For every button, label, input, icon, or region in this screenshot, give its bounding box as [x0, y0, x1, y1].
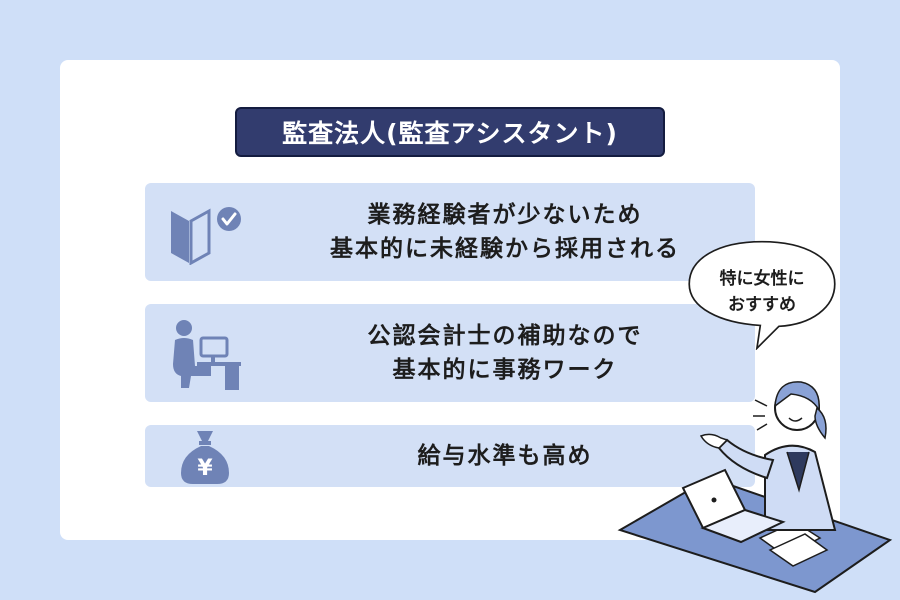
yen-symbol: ¥ — [197, 456, 213, 481]
point-2-line-2: 基本的に事務ワーク — [392, 357, 618, 383]
point-1-line-1: 業務経験者が少ないため — [367, 202, 643, 228]
point-text-3: 給与水準も高め — [275, 425, 735, 487]
bubble-line-1: 特に女性に — [719, 269, 805, 289]
point-1-line-2: 基本的に未経験から採用される — [330, 236, 680, 262]
beginner-mark-check-icon — [171, 207, 241, 265]
woman-at-laptop-illustration — [617, 381, 893, 594]
point-row-1: 業務経験者が少ないため 基本的に未経験から採用される — [145, 183, 755, 281]
desk-worker-icon — [173, 320, 241, 390]
point-row-3: ¥ 給与水準も高め — [145, 425, 755, 487]
point-2-line-1: 公認会計士の補助なので — [367, 323, 643, 349]
point-row-2: 公認会計士の補助なので 基本的に事務ワーク — [145, 304, 755, 402]
yen-money-bag-icon: ¥ — [181, 431, 229, 484]
bubble-text: 特に女性に おすすめ — [682, 266, 842, 318]
speech-bubble — [688, 240, 836, 350]
bubble-line-2: おすすめ — [728, 295, 796, 315]
title-badge: 監査法人(監査アシスタント) — [235, 107, 665, 157]
point-text-2: 公認会計士の補助なので 基本的に事務ワーク — [275, 304, 735, 402]
point-3-line-1: 給与水準も高め — [417, 443, 593, 469]
point-text-1: 業務経験者が少ないため 基本的に未経験から採用される — [275, 183, 735, 281]
